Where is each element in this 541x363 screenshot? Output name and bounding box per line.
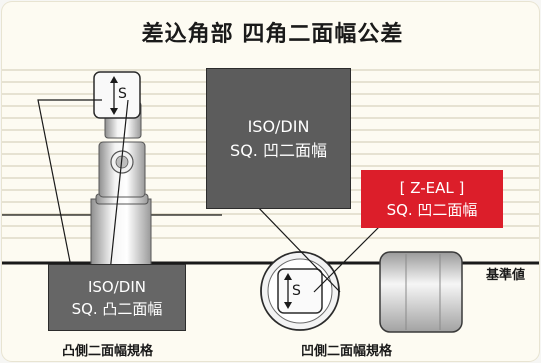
zeal-female-box: [ Z-EAL ] SQ. 凹二面幅 bbox=[361, 170, 503, 228]
caption-female: 凹側二面幅規格 bbox=[301, 344, 393, 359]
male-square-end bbox=[93, 71, 141, 119]
diagram-title: 差込角部 四角二面幅公差 bbox=[141, 22, 404, 47]
iso-din-female-box: ISO/DIN SQ. 凹二面幅 bbox=[206, 68, 351, 209]
iso-top-line1: ISO/DIN bbox=[247, 116, 310, 136]
zeal-line2: SQ. 凹二面幅 bbox=[386, 201, 478, 219]
male-drive-tool bbox=[90, 71, 152, 266]
iso-bottom-line2: SQ. 凸二面幅 bbox=[71, 299, 163, 318]
caption-male: 凸側二面幅規格 bbox=[62, 344, 154, 359]
zeal-line1: [ Z-EAL ] bbox=[399, 179, 465, 197]
iso-bottom-line1: ISO/DIN bbox=[87, 277, 146, 296]
iso-din-male-box: ISO/DIN SQ. 凸二面幅 bbox=[48, 264, 186, 331]
iso-top-line2: SQ. 凹二面幅 bbox=[230, 140, 327, 160]
dimension-label-top: S bbox=[118, 86, 127, 102]
baseline-label: 基準値 bbox=[486, 268, 526, 283]
dimension-label-socket: S bbox=[292, 283, 301, 299]
